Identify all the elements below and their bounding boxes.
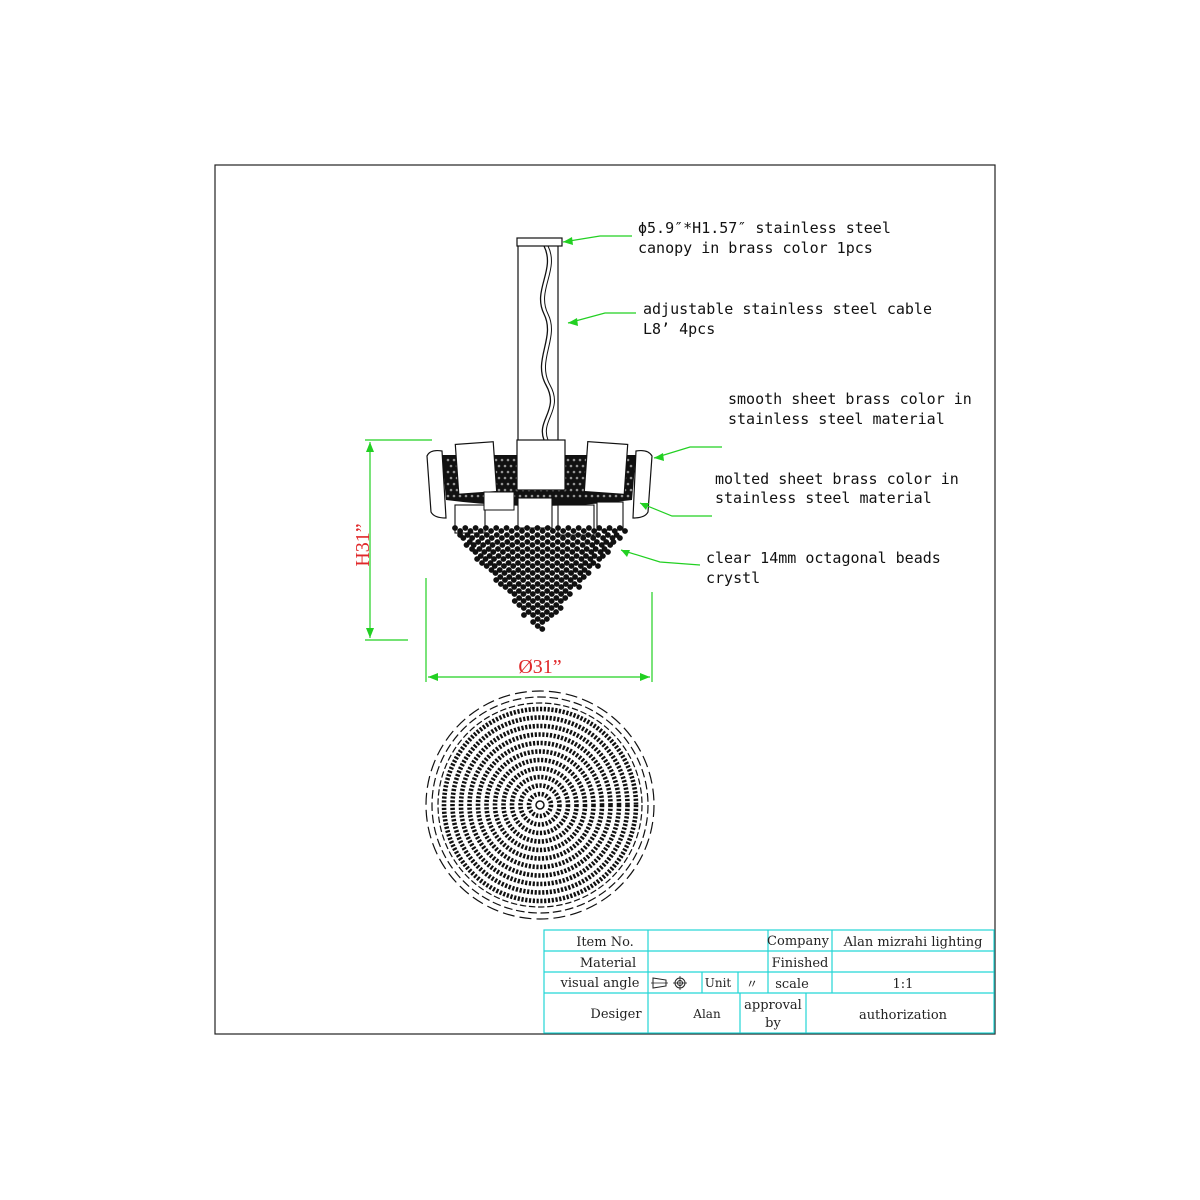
- scale-value: 1:1: [893, 977, 914, 992]
- molted-panel-2: [517, 497, 553, 529]
- cable-note-line2: L8’ 4pcs: [643, 320, 715, 338]
- smooth-panel-3: [583, 441, 629, 495]
- cable-note-line1: adjustable stainless steel cable: [643, 300, 932, 318]
- approval-label-line2: by: [765, 1016, 781, 1031]
- title-block: Item No. Company Alan mizrahi lighting M…: [543, 929, 995, 1034]
- cable: [539, 245, 552, 441]
- molted-sheet-note-line2: stainless steel material: [715, 489, 932, 507]
- canopy: [516, 237, 563, 247]
- smooth-sheet-note-line1: smooth sheet brass color in: [728, 390, 972, 408]
- sheet-border: [214, 164, 996, 1035]
- company-label: Company: [767, 934, 830, 949]
- molted-panel-5: [483, 491, 515, 511]
- beads-note-line2: crystl: [706, 569, 760, 587]
- canopy-note-line1: ϕ5.9″*H1.57″ stainless steel: [638, 219, 891, 237]
- leader-lines: [562, 235, 722, 566]
- unit-label: Unit: [705, 976, 732, 990]
- item-no-label: Item No.: [576, 935, 634, 950]
- authorization-label: authorization: [859, 1008, 948, 1023]
- cable-2: [544, 245, 555, 441]
- scale-label: scale: [775, 977, 809, 992]
- projection-angle-icon: [651, 976, 687, 990]
- diameter-label: Ø31”: [518, 656, 561, 678]
- chandelier-elevation: [426, 237, 653, 632]
- beads-note-line1: clear 14mm octagonal beads: [706, 549, 941, 567]
- smooth-sheet-note-line2: stainless steel material: [728, 410, 945, 428]
- smooth-panel-1: [454, 441, 498, 495]
- side-panel-right: [632, 449, 653, 519]
- chandelier-plan-view: [425, 690, 655, 920]
- finished-label: Finished: [772, 956, 829, 971]
- visual-angle-label: visual angle: [560, 976, 640, 991]
- canopy-note-line2: canopy in brass color 1pcs: [638, 239, 873, 257]
- approval-label-line1: approval: [744, 998, 802, 1013]
- smooth-panel-2: [516, 439, 566, 491]
- designer-value: Alan: [692, 1007, 721, 1021]
- side-panel-left: [426, 449, 447, 519]
- height-label: H31”: [352, 523, 374, 566]
- diameter-dimension: [425, 578, 653, 682]
- height-dimension: [365, 439, 432, 641]
- material-label: Material: [580, 956, 636, 971]
- designer-label: Desiger: [590, 1007, 642, 1022]
- bead-strands: [452, 525, 628, 632]
- company-value: Alan mizrahi lighting: [843, 935, 983, 950]
- molted-sheet-note-line1: molted sheet brass color in: [715, 470, 959, 488]
- unit-value: 〃: [746, 977, 758, 991]
